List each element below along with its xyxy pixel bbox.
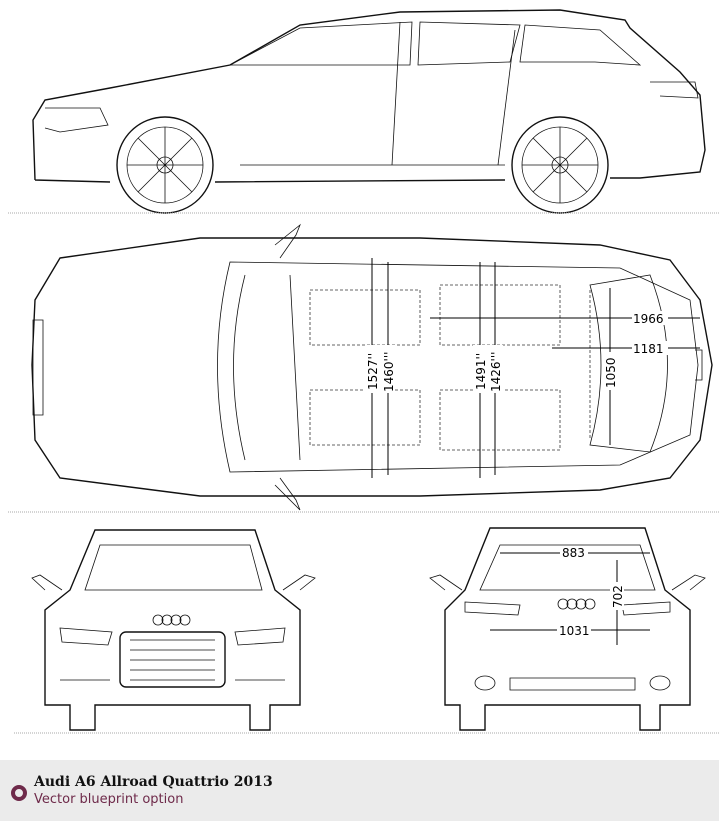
rear-view	[430, 528, 705, 730]
dim-1460: 1460'''	[382, 352, 396, 392]
side-view	[33, 10, 705, 213]
dim-1181: 1181	[633, 342, 664, 356]
dim-1031: 1031	[559, 624, 590, 638]
blueprint-drawing: 1527'' 1460''' 1491'' 1426''' 1050 1966 …	[0, 0, 719, 760]
dim-1050: 1050	[604, 357, 618, 388]
front-view	[32, 530, 315, 730]
rear-view-dimensions: 883 702 1031	[490, 546, 650, 645]
circle-bullet-icon	[11, 785, 27, 801]
dim-1426: 1426'''	[489, 352, 503, 392]
dim-1527: 1527''	[366, 353, 380, 390]
blueprint-subtitle-link[interactable]: Vector blueprint option	[34, 792, 184, 807]
top-view-dimensions: 1527'' 1460''' 1491'' 1426''' 1050 1966 …	[365, 258, 700, 478]
dim-702: 702	[611, 585, 625, 608]
dim-883: 883	[562, 546, 585, 560]
dim-1491: 1491''	[474, 353, 488, 390]
blueprint-title: Audi A6 Allroad Quattrio 2013	[34, 774, 273, 790]
dim-1966: 1966	[633, 312, 664, 326]
caption-bar: Audi A6 Allroad Quattrio 2013 Vector blu…	[0, 760, 719, 821]
